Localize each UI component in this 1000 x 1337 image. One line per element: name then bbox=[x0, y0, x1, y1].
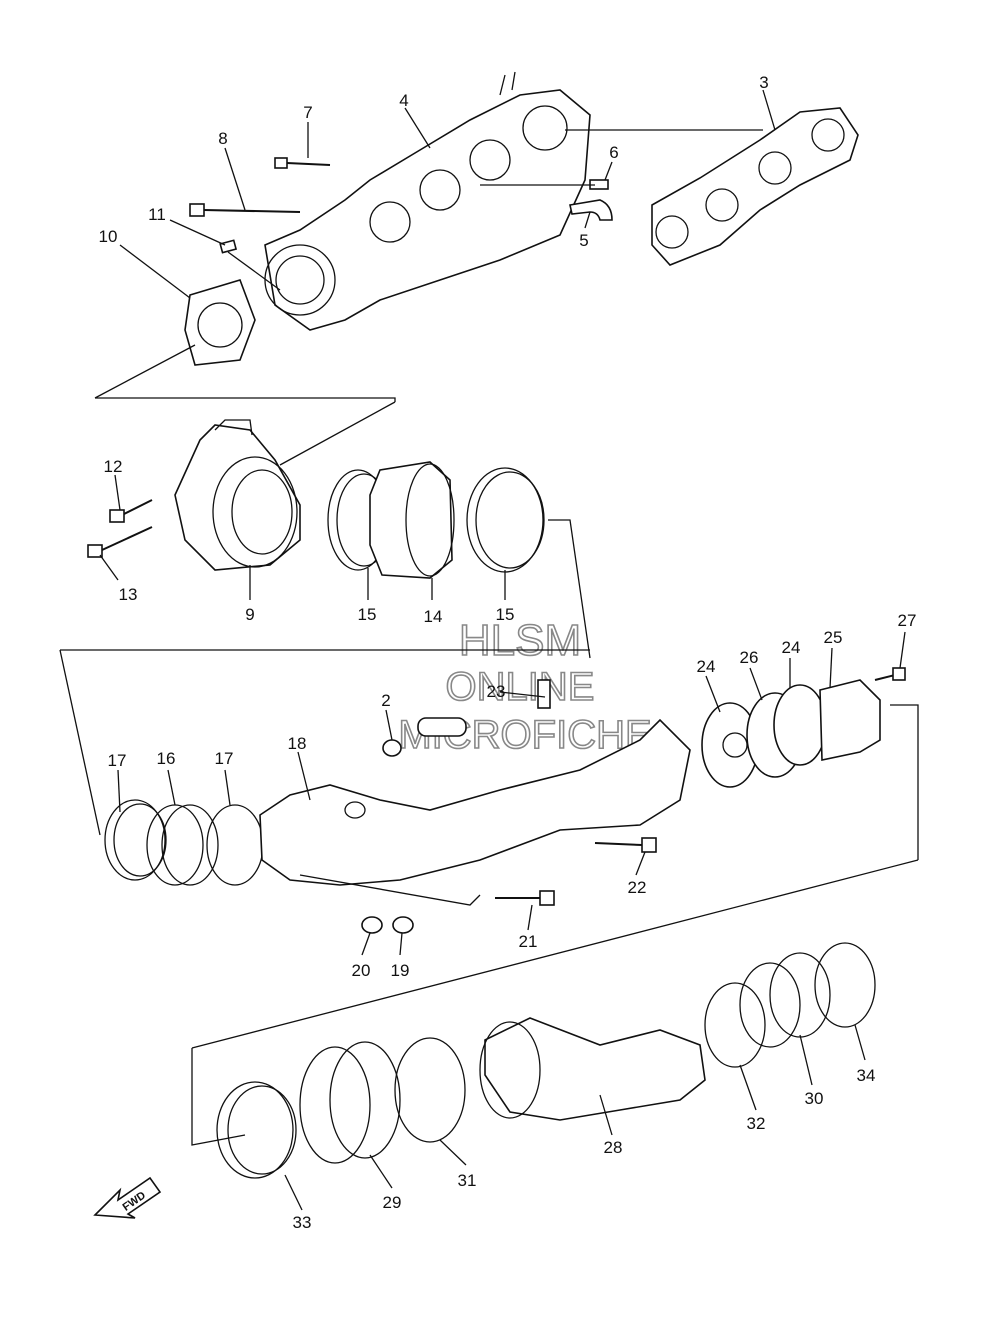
bolt-8 bbox=[189, 203, 301, 217]
callout-15b: 15 bbox=[496, 605, 515, 624]
callout-33: 33 bbox=[293, 1213, 312, 1232]
elbow-25 bbox=[819, 679, 881, 761]
callout-3: 3 bbox=[759, 73, 768, 92]
callout-26: 26 bbox=[740, 648, 759, 667]
hose-clamp-15b bbox=[466, 467, 545, 573]
callout-27: 27 bbox=[898, 611, 917, 630]
callout-12: 12 bbox=[104, 457, 123, 476]
bolt-13 bbox=[87, 526, 153, 558]
callout-16: 16 bbox=[157, 749, 176, 768]
callout-10: 10 bbox=[99, 227, 118, 246]
callout-29: 29 bbox=[383, 1193, 402, 1212]
gasket-10 bbox=[184, 279, 256, 366]
callout-17b: 17 bbox=[215, 749, 234, 768]
callout-4: 4 bbox=[399, 91, 408, 110]
bolt-12 bbox=[109, 499, 153, 523]
callout-20: 20 bbox=[352, 961, 371, 980]
fwd-arrow-icon: FWD bbox=[93, 1176, 162, 1219]
grommet-20 bbox=[361, 916, 383, 934]
bolt-21 bbox=[495, 890, 555, 906]
hose-clamp-31 bbox=[394, 1037, 466, 1143]
callout-24a: 24 bbox=[697, 657, 716, 676]
gasket-part bbox=[417, 717, 467, 737]
callout-21: 21 bbox=[519, 932, 538, 951]
hose-clamp-32 bbox=[704, 982, 766, 1068]
exhaust-pipe-18 bbox=[259, 718, 691, 906]
callouts: 3 4 5 6 7 8 11 10 12 13 9 15 14 15 27 25… bbox=[99, 73, 917, 1232]
exhaust-chamber-9 bbox=[174, 419, 301, 571]
callout-24b: 24 bbox=[782, 638, 801, 657]
callout-25: 25 bbox=[824, 628, 843, 647]
callout-8: 8 bbox=[218, 129, 227, 148]
hose-clamp-34 bbox=[814, 942, 876, 1028]
callout-7: 7 bbox=[303, 103, 312, 122]
callout-9: 9 bbox=[245, 605, 254, 624]
separator-line-lower bbox=[191, 859, 919, 1049]
callout-22: 22 bbox=[628, 878, 647, 897]
callout-2: 2 bbox=[381, 691, 390, 710]
callout-13: 13 bbox=[119, 585, 138, 604]
leader-lines bbox=[99, 89, 906, 1211]
sensor-23 bbox=[537, 679, 551, 709]
callout-18: 18 bbox=[288, 734, 307, 753]
bolt-22 bbox=[594, 837, 657, 853]
joint-hose-29 bbox=[299, 1041, 401, 1164]
hose-clamp-33 bbox=[216, 1081, 297, 1179]
hose-clamp-17a bbox=[104, 799, 167, 881]
joint-hose-14 bbox=[369, 461, 455, 579]
hose-clamp-17b bbox=[206, 804, 264, 886]
callout-34: 34 bbox=[857, 1066, 876, 1085]
callout-15a: 15 bbox=[358, 605, 377, 624]
dowel-pin-11 bbox=[219, 239, 238, 254]
callout-5: 5 bbox=[579, 231, 588, 250]
callout-31: 31 bbox=[458, 1171, 477, 1190]
manifold-gasket bbox=[651, 107, 859, 266]
watermark-line-1: HLSM bbox=[459, 616, 581, 665]
callout-17a: 17 bbox=[108, 751, 127, 770]
callout-32: 32 bbox=[747, 1114, 766, 1133]
callout-30: 30 bbox=[805, 1089, 824, 1108]
callout-19: 19 bbox=[391, 961, 410, 980]
callout-14: 14 bbox=[424, 607, 443, 626]
hose-fitting-5 bbox=[569, 199, 613, 221]
pipe-28 bbox=[479, 1017, 706, 1121]
callout-28: 28 bbox=[604, 1138, 623, 1157]
callout-6: 6 bbox=[609, 143, 618, 162]
gasket-24b bbox=[773, 684, 827, 766]
plug-2 bbox=[382, 739, 402, 757]
callout-11: 11 bbox=[148, 205, 166, 224]
collar-19 bbox=[392, 916, 414, 934]
stud-bolt-7 bbox=[274, 157, 331, 169]
watermark-line-2: ONLINE bbox=[446, 665, 595, 709]
bolt-27 bbox=[874, 667, 906, 681]
separator-line-upper bbox=[95, 397, 396, 402]
callout-23: 23 bbox=[487, 682, 506, 701]
exhaust-manifold bbox=[264, 71, 591, 331]
